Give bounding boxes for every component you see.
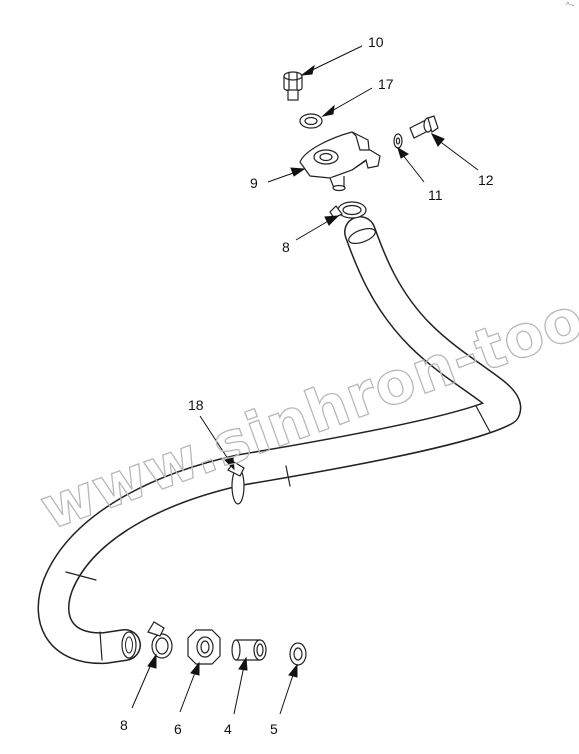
callout-4: 4 [224, 721, 232, 737]
nut-part-6 [187, 629, 221, 665]
hose [37, 216, 522, 665]
washer-part-11 [393, 133, 403, 149]
clamp-part-8-lower [147, 621, 173, 659]
callout-11: 11 [428, 187, 443, 203]
leader-lines [131, 45, 479, 715]
callout-8-upper: 8 [282, 239, 290, 255]
washer-part-17 [299, 113, 323, 129]
callout-5: 5 [270, 721, 278, 737]
callout-10: 10 [368, 34, 384, 50]
bolt-part-12 [409, 115, 439, 139]
bracket-part-9 [299, 131, 381, 192]
sleeve-part-4 [231, 639, 267, 661]
ring-part-5 [289, 642, 307, 666]
callout-6: 6 [174, 721, 182, 737]
callout-18: 18 [188, 397, 204, 413]
callout-8-lower: 8 [120, 717, 128, 733]
clamp-part-8-upper [329, 201, 367, 219]
callout-17: 17 [378, 76, 394, 92]
callout-9: 9 [250, 175, 258, 191]
corner-mark: ^~ [566, 1, 575, 10]
bolt-part-10 [283, 71, 303, 101]
callout-12: 12 [478, 172, 494, 188]
